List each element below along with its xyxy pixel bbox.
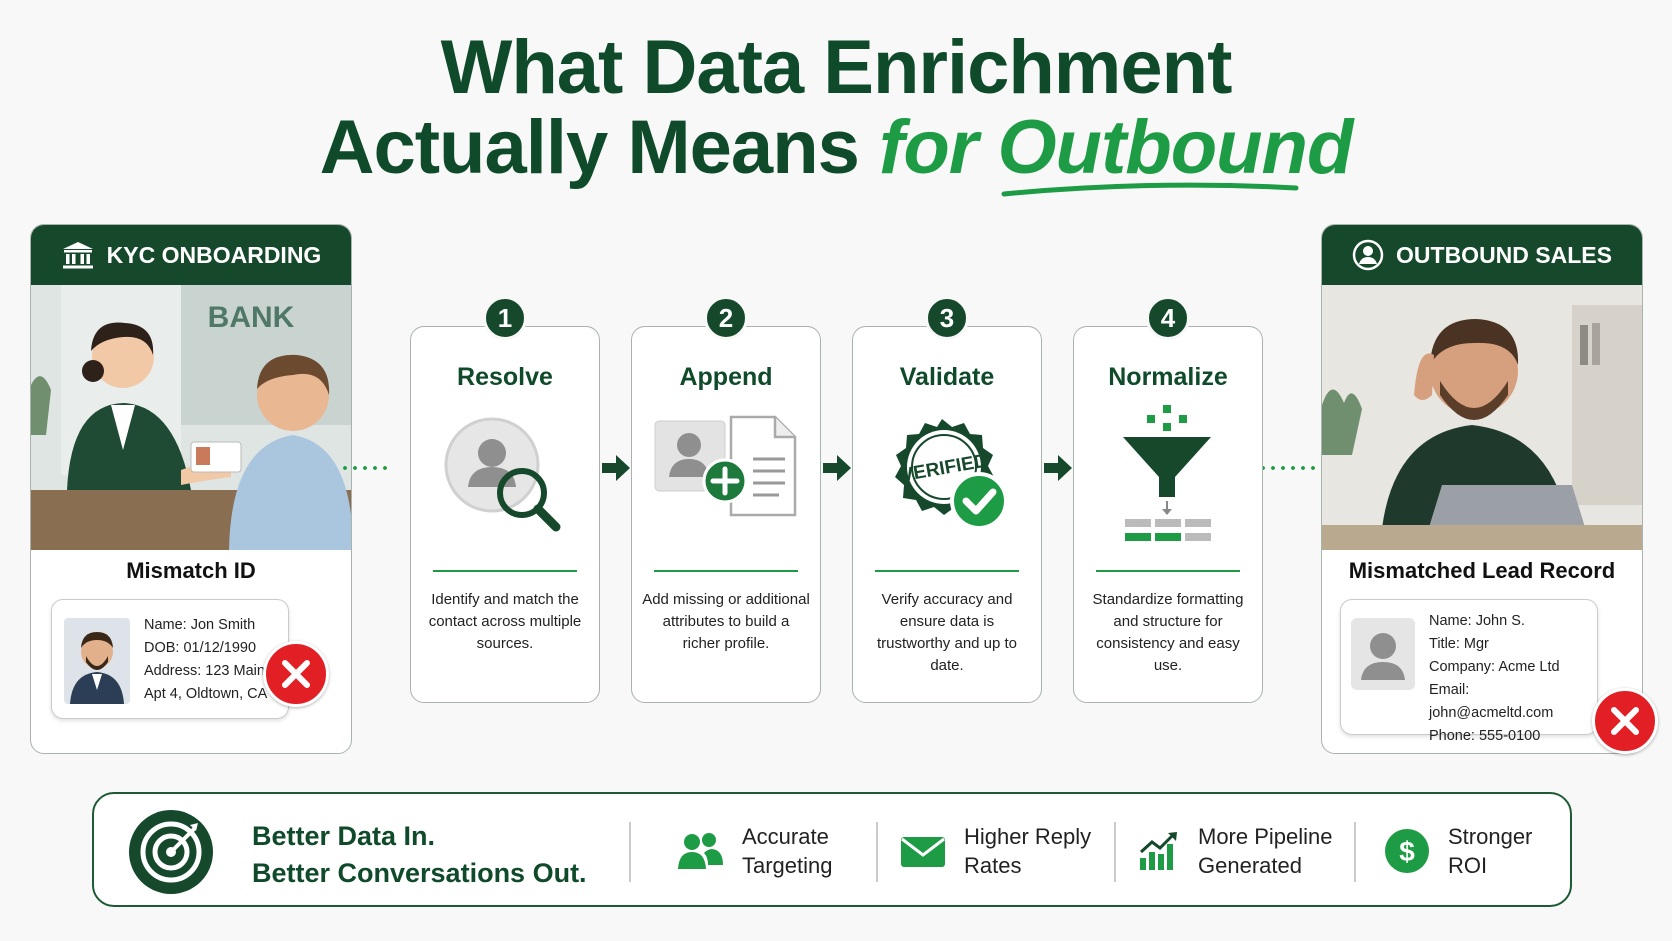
lead-avatar bbox=[1351, 618, 1415, 690]
users-icon bbox=[678, 833, 723, 869]
connector-right bbox=[1258, 466, 1320, 470]
tagline-line-1: Better Data In. bbox=[252, 821, 436, 851]
step-number-1: 1 bbox=[483, 296, 527, 340]
step-append-card: Append Add missing or additional attribu… bbox=[631, 326, 821, 703]
kyc-record-address-2: Apt 4, Oldtown, CA bbox=[144, 686, 268, 702]
sales-record-phone: Phone: 555-0100 bbox=[1429, 728, 1541, 744]
separator bbox=[1354, 822, 1356, 882]
kyc-caption: Mismatch ID bbox=[126, 558, 256, 583]
title-line-2: Actually Means for Outbound bbox=[0, 108, 1672, 188]
step-divider bbox=[433, 570, 577, 572]
step-validate-card: Validate VERIFIED Verify accuracy and en… bbox=[852, 326, 1042, 703]
envelope-icon bbox=[901, 837, 945, 867]
arrow-right-icon bbox=[823, 455, 851, 481]
page-title: What Data Enrichment Actually Means for … bbox=[0, 28, 1672, 188]
sales-header-label: OUTBOUND SALES bbox=[1396, 241, 1612, 268]
separator bbox=[876, 822, 878, 882]
tagline: Better Data In. Better Conversations Out… bbox=[252, 818, 587, 892]
kyc-header: KYC ONBOARDING bbox=[31, 225, 351, 285]
step-resolve-card: Resolve Identify and match the contact a… bbox=[410, 326, 600, 703]
benefits-bar: Better Data In. Better Conversations Out… bbox=[92, 792, 1572, 907]
arrow-right-icon bbox=[1044, 455, 1072, 481]
step-number-3: 3 bbox=[925, 296, 969, 340]
step-append-desc: Add missing or additional attributes to … bbox=[642, 591, 810, 652]
id-photo bbox=[64, 618, 130, 704]
search-person-icon bbox=[411, 415, 599, 535]
title-underline bbox=[1001, 182, 1299, 197]
kyc-header-label: KYC ONBOARDING bbox=[106, 241, 322, 268]
kyc-record-dob: DOB: 01/12/1990 bbox=[144, 640, 257, 656]
step-resolve-title: Resolve bbox=[457, 363, 553, 391]
step-divider bbox=[1096, 570, 1240, 572]
kyc-onboarding-card: KYC ONBOARDING BANK Mismatch ID bbox=[30, 224, 352, 754]
sales-record-name: Name: John S. bbox=[1429, 613, 1525, 629]
step-normalize-title: Normalize bbox=[1108, 363, 1228, 391]
connector-left bbox=[340, 466, 388, 470]
tagline-line-2: Better Conversations Out. bbox=[252, 858, 587, 888]
separator bbox=[629, 822, 631, 882]
sales-caption: Mismatched Lead Record bbox=[1348, 558, 1616, 583]
step-validate-desc: Verify accuracy and ensure data is trust… bbox=[876, 591, 1018, 674]
step-resolve-desc: Identify and match the contact across mu… bbox=[428, 591, 582, 652]
sales-lead-record: Name: John S. Title: Mgr Company: Acme L… bbox=[1340, 599, 1598, 744]
title-accent: for Outbound bbox=[879, 105, 1353, 190]
title-line-1: What Data Enrichment bbox=[440, 25, 1233, 110]
sales-record-email: Email: john@acmeltd.com bbox=[1429, 682, 1554, 721]
step-append-title: Append bbox=[679, 363, 773, 391]
step-number-4: 4 bbox=[1146, 296, 1190, 340]
sales-record-company: Company: Acme Ltd bbox=[1429, 659, 1560, 675]
growth-chart-icon bbox=[1139, 832, 1177, 870]
step-normalize-card: Normalize Standardize formatting and str… bbox=[1073, 326, 1263, 703]
salesperson-photo bbox=[1322, 285, 1642, 550]
bank-icon bbox=[62, 242, 93, 269]
funnel-icon bbox=[1074, 405, 1262, 541]
title-line-2-main: Actually Means bbox=[319, 105, 880, 190]
step-divider bbox=[875, 570, 1019, 572]
sales-header: OUTBOUND SALES bbox=[1322, 225, 1642, 285]
outbound-sales-card: OUTBOUND SALES Mismatched Lead Record bbox=[1321, 224, 1643, 754]
sales-record-title: Title: Mgr bbox=[1429, 636, 1489, 652]
step-normalize-desc: Standardize formatting and structure for… bbox=[1092, 591, 1244, 674]
target-icon bbox=[129, 810, 213, 894]
step-validate-title: Validate bbox=[899, 363, 995, 391]
add-document-icon bbox=[632, 415, 820, 535]
bank-teller-illustration: BANK bbox=[31, 285, 351, 550]
verified-badge-icon: VERIFIED bbox=[853, 415, 1041, 535]
svg-text:$: $ bbox=[1399, 836, 1415, 867]
kyc-record-name: Name: Jon Smith bbox=[144, 617, 256, 633]
mismatch-x-icon bbox=[263, 641, 329, 707]
step-divider bbox=[654, 570, 798, 572]
dollar-icon: $ bbox=[1385, 829, 1429, 873]
arrow-right-icon bbox=[602, 455, 630, 481]
step-number-2: 2 bbox=[704, 296, 748, 340]
bank-sign-text: BANK bbox=[208, 301, 295, 334]
sales-record-fields: Name: John S. Title: Mgr Company: Acme L… bbox=[1429, 610, 1597, 748]
kyc-id-record: Name: Jon Smith DOB: 01/12/1990 Address:… bbox=[51, 599, 289, 719]
user-circle-icon bbox=[1352, 239, 1384, 271]
mismatch-x-icon bbox=[1592, 688, 1658, 754]
separator bbox=[1114, 822, 1116, 882]
